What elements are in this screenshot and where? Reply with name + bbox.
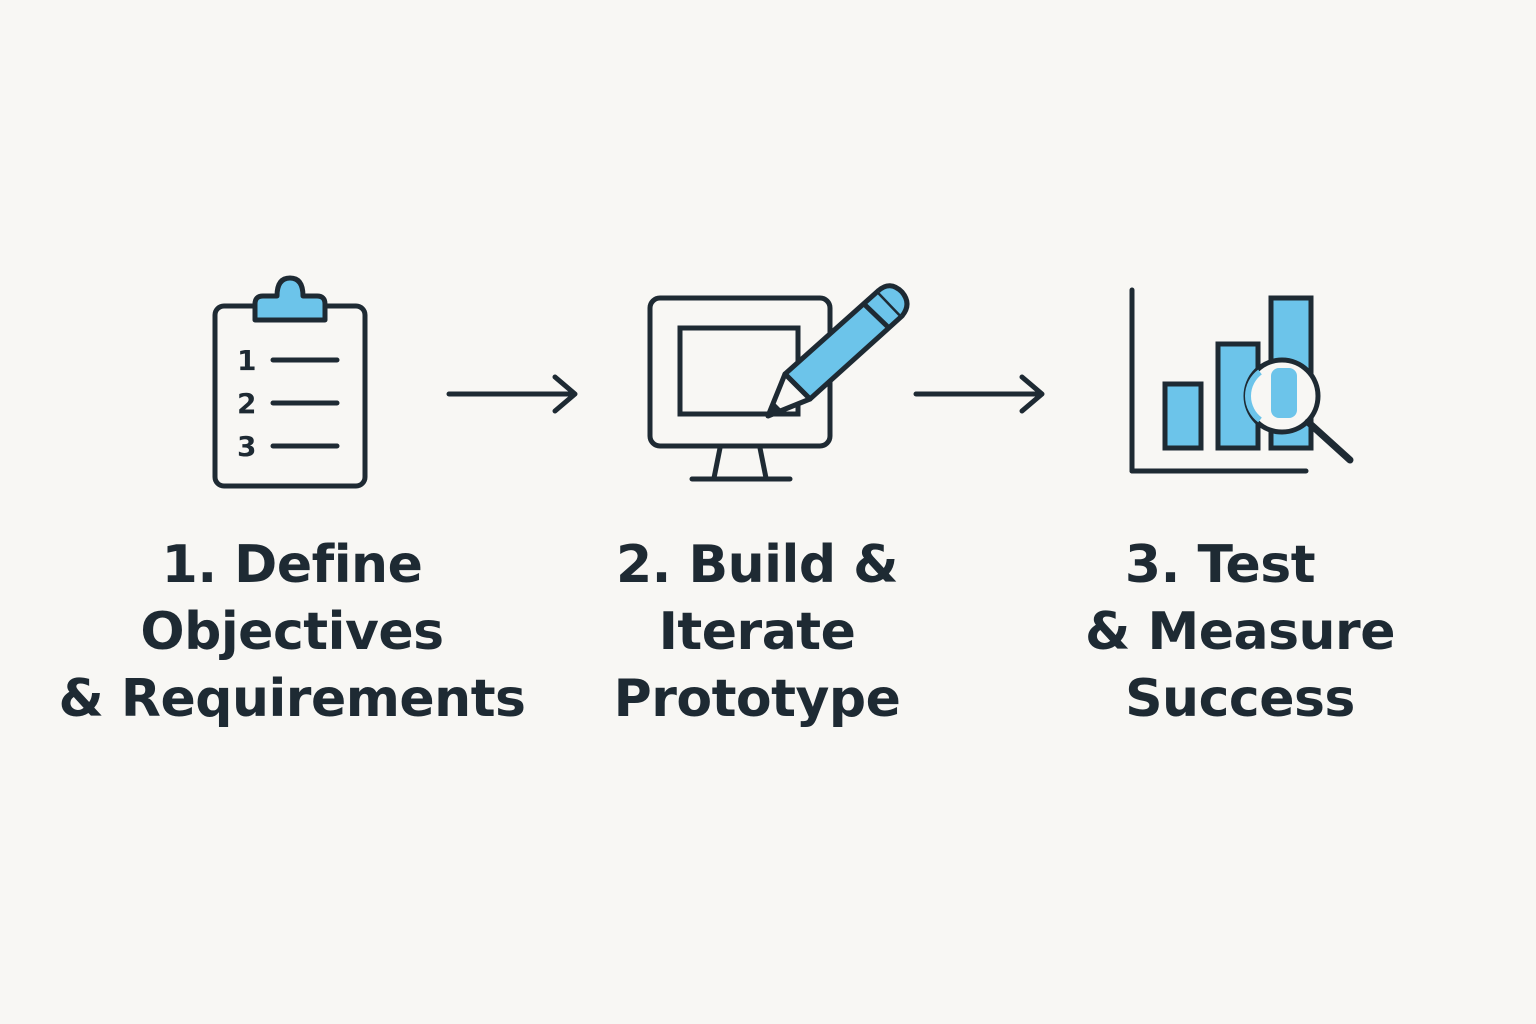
- list-number-2: 2: [237, 387, 256, 420]
- monitor-pencil-icon: [647, 283, 910, 482]
- step-2-line-1: 2. Build &: [615, 535, 899, 595]
- arrow-right-icon: [446, 374, 578, 414]
- step-2-line-2: Iterate: [658, 602, 856, 662]
- step-2-label: 2. Build & Iterate Prototype: [614, 532, 901, 733]
- step-2-line-3: Prototype: [613, 669, 901, 729]
- step-3-line-3: Success: [1125, 669, 1355, 729]
- step-1-line-2: Objectives: [140, 602, 444, 662]
- step-3-line-2: & Measure: [1085, 602, 1395, 662]
- clipboard-checklist-icon: 1 2 3: [212, 275, 368, 489]
- list-number-3: 3: [237, 430, 256, 463]
- step-1-label: 1. Define Objectives & Requirements: [58, 532, 526, 733]
- step-3-label: 3. Test & Measure Success: [1085, 532, 1395, 733]
- step-1-line-1: 1. Define: [161, 535, 423, 595]
- list-number-1: 1: [237, 344, 256, 377]
- step-1-line-3: & Requirements: [58, 669, 526, 729]
- step-3-line-1: 3. Test: [1124, 535, 1316, 595]
- bar-chart-magnifier-icon: [1129, 287, 1354, 474]
- arrow-right-icon: [913, 374, 1045, 414]
